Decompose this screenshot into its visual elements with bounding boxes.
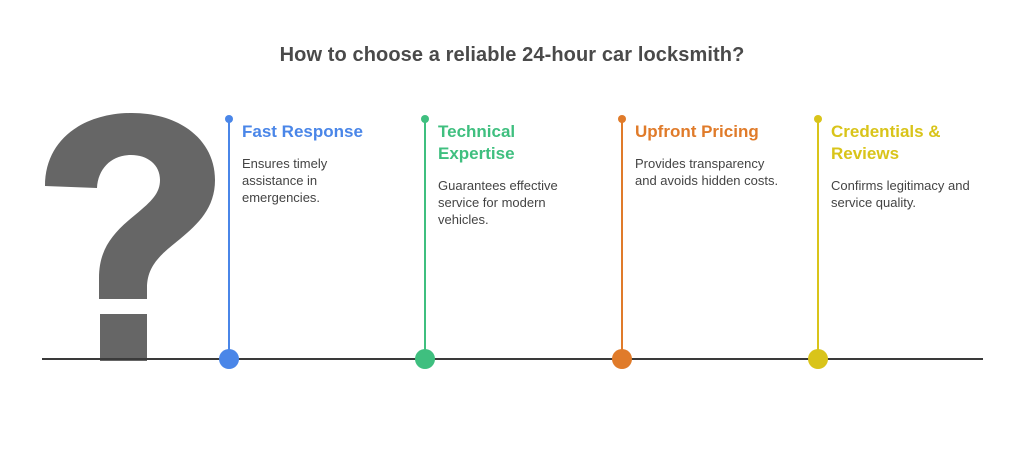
step-1-top-dot <box>225 115 233 123</box>
step-4-stem <box>817 119 819 359</box>
step-2-top-dot <box>421 115 429 123</box>
step-3-top-dot <box>618 115 626 123</box>
step-2-stem <box>424 119 426 359</box>
step-4-top-dot <box>814 115 822 123</box>
question-mark-icon <box>45 113 215 361</box>
step-2-title: Technical Expertise <box>438 122 516 163</box>
step-4-title: Credentials & Reviews <box>831 122 941 163</box>
diagram-title: How to choose a reliable 24-hour car loc… <box>279 44 745 66</box>
step-2-marker <box>415 349 435 369</box>
step-3-stem <box>621 119 623 359</box>
step-4-marker <box>808 349 828 369</box>
step-4-description: Confirms legitimacy and service quality. <box>831 178 970 210</box>
step-2-description: Guarantees effective service for modern … <box>438 178 558 227</box>
step-1-title: Fast Response <box>242 122 363 141</box>
step-3-description: Provides transparency and avoids hidden … <box>635 156 779 188</box>
step-1-marker <box>219 349 239 369</box>
timeline-baseline <box>42 358 983 360</box>
step-1-stem <box>228 119 230 359</box>
step-3-title: Upfront Pricing <box>635 122 759 141</box>
step-3-marker <box>612 349 632 369</box>
step-1-description: Ensures timely assistance in emergencies… <box>242 156 328 205</box>
